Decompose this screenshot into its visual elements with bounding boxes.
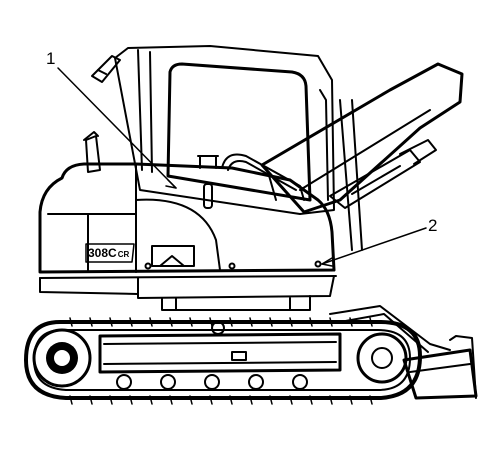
track-frame [98,332,342,374]
drive-sprocket [32,328,92,388]
model-number: 308C [88,246,117,260]
cab-window [166,62,312,202]
leader-line-1 [57,67,177,189]
turntable [161,295,311,311]
access-door [135,198,221,271]
track-undercarriage [24,317,422,405]
callout-2: 2 [428,216,438,235]
exhaust-stack [85,135,101,173]
cab [91,45,335,215]
model-badge-text: 308CCR [88,246,129,260]
track-chain [24,320,422,400]
leader-lines [57,67,427,267]
boom-cylinder [329,149,421,209]
model-badge [85,243,135,263]
upper-structure [38,131,337,299]
model-suffix: CR [117,250,130,259]
leader-line-2 [321,227,427,265]
boom [260,62,464,251]
idler-wheel [356,332,408,384]
callout-1: 1 [46,49,56,68]
engine-hood [38,162,336,274]
handrail [221,153,305,201]
dozer-blade [329,305,478,400]
